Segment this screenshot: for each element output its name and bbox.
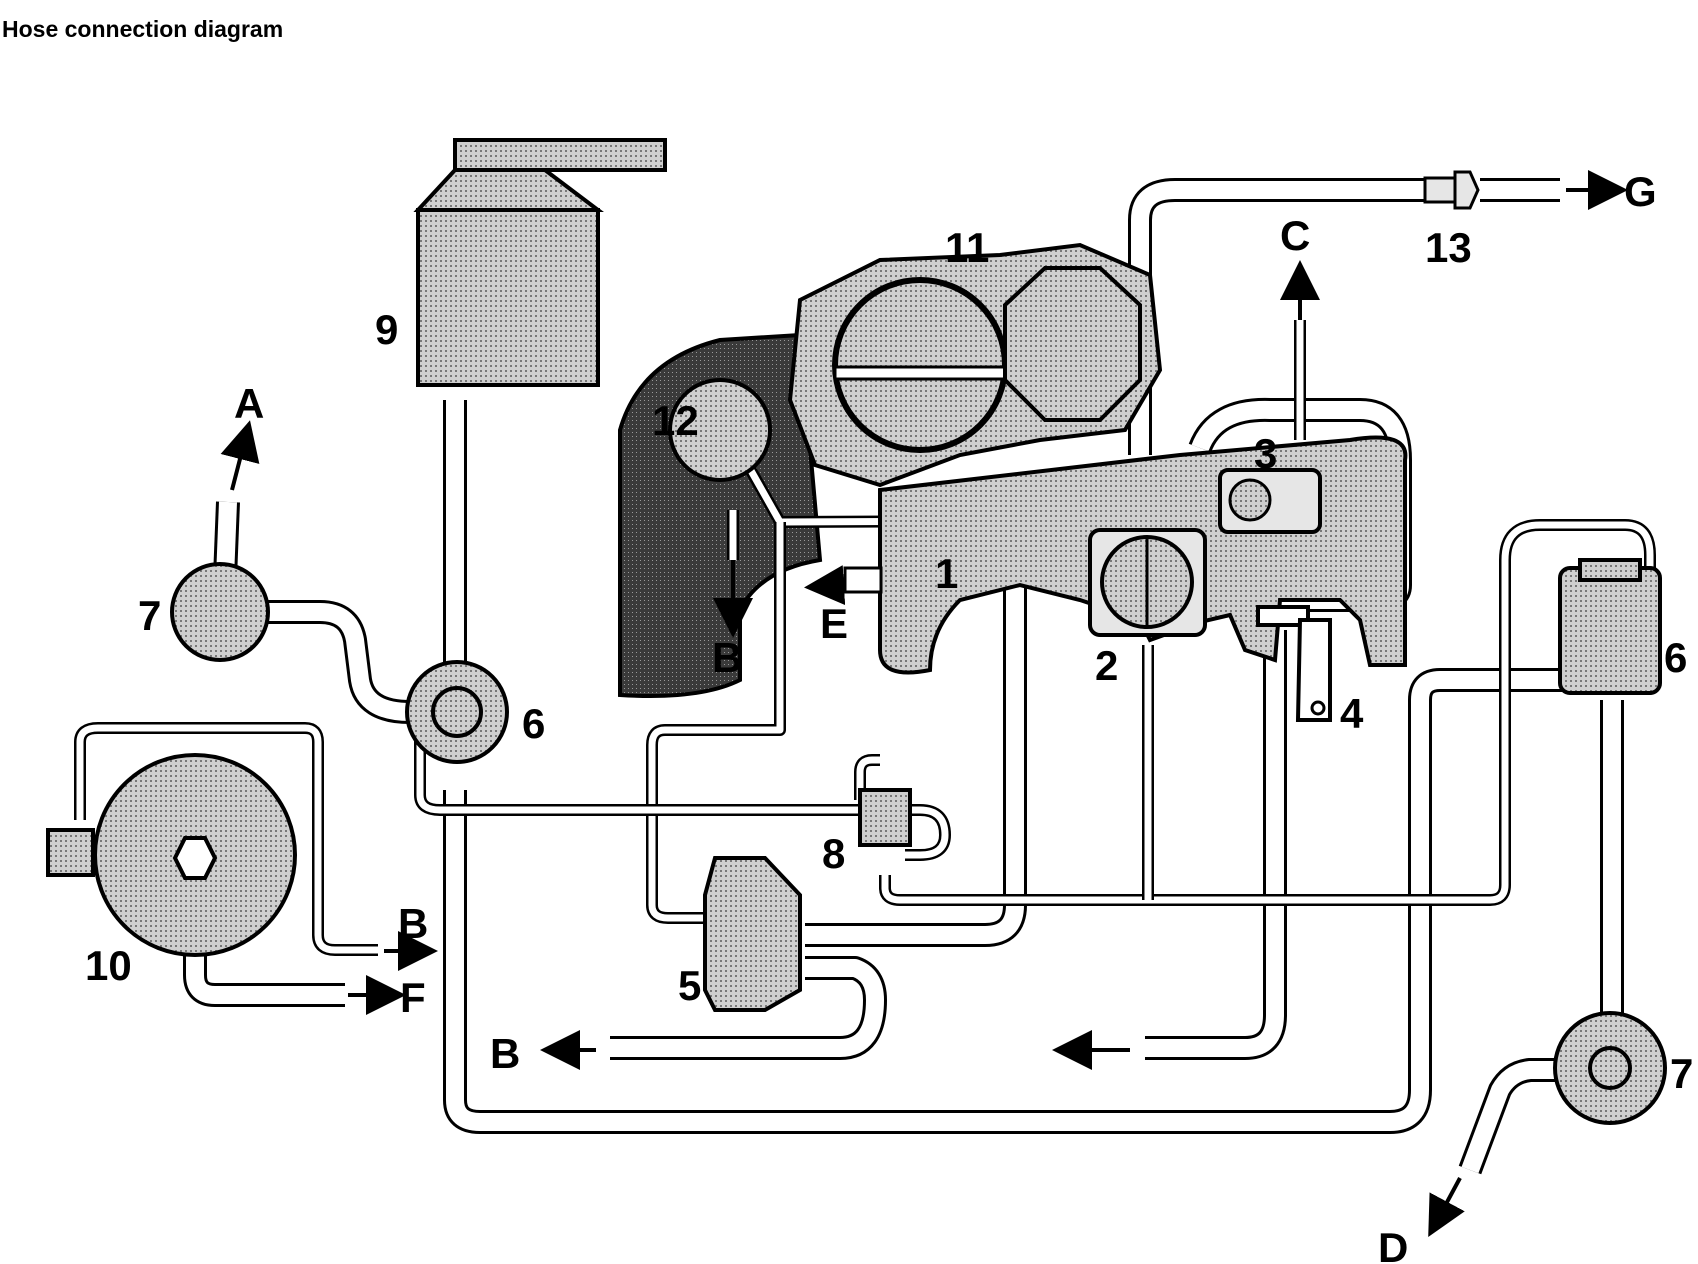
port-b-intake: B <box>712 634 742 681</box>
callout-6-left: 6 <box>522 700 545 747</box>
sensor-12 <box>668 378 772 482</box>
diagram-title: Hose connection diagram <box>2 16 284 42</box>
callout-3: 3 <box>1254 430 1277 477</box>
port-g: G <box>1624 168 1657 215</box>
port-d: D <box>1378 1224 1408 1264</box>
flow-arrows <box>220 170 1628 1238</box>
valve-6-left <box>405 660 509 764</box>
port-c: C <box>1280 212 1310 259</box>
port-f: F <box>400 974 426 1021</box>
callout-4: 4 <box>1340 690 1364 737</box>
callout-11: 11 <box>945 224 989 271</box>
valve-5 <box>703 856 802 1012</box>
bracket-4 <box>1256 605 1332 722</box>
callout-5: 5 <box>678 962 701 1009</box>
callout-2: 2 <box>1095 642 1118 689</box>
valve-6-right <box>1558 558 1662 695</box>
callout-8: 8 <box>822 830 845 877</box>
fitting-e <box>843 566 883 594</box>
port-e: E <box>820 600 848 647</box>
port-b-right: B <box>398 900 428 947</box>
sensor-3 <box>1218 468 1322 534</box>
callout-13: 13 <box>1425 224 1472 271</box>
damper-7-left <box>170 562 270 662</box>
valve-8 <box>858 788 912 847</box>
throttle-housing-11 <box>787 242 1163 488</box>
throttle-body-2 <box>1088 528 1207 637</box>
callout-9: 9 <box>375 306 398 353</box>
callout-6-right: 6 <box>1664 634 1687 681</box>
callout-10: 10 <box>85 942 132 989</box>
check-valve-13 <box>1423 170 1480 210</box>
damper-7-right <box>1553 1011 1667 1125</box>
callout-1: 1 <box>935 550 958 597</box>
callout-7-left: 7 <box>138 592 161 639</box>
port-a: A <box>234 380 264 427</box>
vacuum-reservoir-10 <box>46 753 297 957</box>
port-b-bottom: B <box>490 1030 520 1077</box>
callout-7-right: 7 <box>1670 1050 1693 1097</box>
callout-12: 12 <box>652 397 699 444</box>
air-filter-9 <box>413 138 667 387</box>
